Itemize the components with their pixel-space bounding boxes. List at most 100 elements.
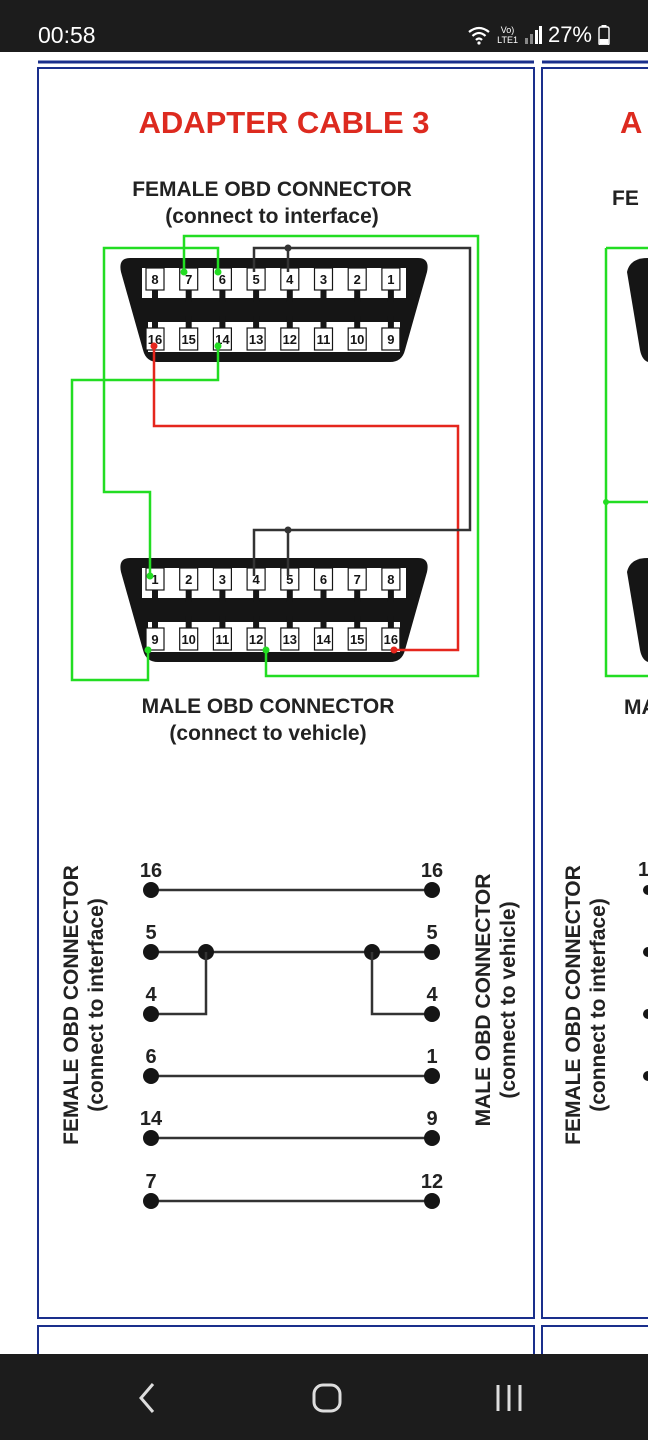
female-bottom-pin-15: 15	[179, 316, 199, 351]
wire-junctions	[144, 244, 398, 654]
female-top-pin-label: 8	[151, 272, 158, 287]
male-top-pin-5: 5	[280, 567, 300, 602]
male-bottom-pin-13: 13	[280, 616, 300, 651]
recent-apps-button[interactable]	[474, 1372, 544, 1424]
female-top-pin-1: 1	[381, 267, 401, 302]
female-top-pin-label: 5	[252, 272, 259, 287]
diagram-canvas: ADAPTER CABLE 3 FEMALE OBD CONNECTOR (co…	[37, 60, 648, 1354]
male-pin-number: 16	[421, 860, 443, 882]
male-top-pin-4: 4	[246, 567, 266, 602]
male-terminal	[424, 1130, 440, 1146]
card-title: ADAPTER CABLE 3	[138, 105, 429, 140]
female-bottom-pin-13: 13	[246, 316, 266, 351]
navigation-bar	[0, 1354, 648, 1440]
female-top-pin-label: 3	[320, 272, 327, 287]
next-card-pin-fragment: 1	[638, 859, 648, 881]
male-top-pin-8: 8	[381, 567, 401, 602]
home-button[interactable]	[292, 1372, 362, 1424]
male-top-pin-label: 6	[320, 572, 327, 587]
male-bottom-pin-12: 12	[246, 616, 266, 651]
female-terminal	[143, 1193, 159, 1209]
signal-icon	[524, 26, 542, 44]
male-bottom-pin-10: 10	[179, 616, 199, 651]
male-bottom-pin-11: 11	[212, 616, 232, 651]
female-connector-title: FEMALE OBD CONNECTOR	[132, 178, 412, 201]
male-top-pin-7: 7	[347, 567, 367, 602]
schematic-left-title: FEMALE OBD CONNECTOR	[60, 865, 83, 1145]
volte-icon: Vo) LTE1	[497, 25, 518, 45]
female-top-pin-label: 4	[286, 272, 294, 287]
content-viewport[interactable]: ADAPTER CABLE 3 FEMALE OBD CONNECTOR (co…	[0, 52, 648, 1354]
male-terminal	[424, 944, 440, 960]
male-top-pin-label: 4	[252, 572, 260, 587]
male-bottom-pin-label: 16	[384, 632, 398, 647]
male-bottom-pin-label: 15	[350, 632, 364, 647]
male-bottom-pin-label: 9	[151, 632, 158, 647]
mapping-wire	[151, 952, 208, 1016]
female-bottom-pin-11: 11	[313, 316, 334, 351]
back-button[interactable]	[112, 1372, 182, 1424]
female-bottom-pin-12: 12	[280, 316, 300, 351]
male-pin-number: 9	[426, 1108, 437, 1130]
male-pin-number: 5	[426, 922, 437, 944]
male-bottom-pin-label: 12	[249, 632, 263, 647]
female-connector-subtitle: (connect to interface)	[165, 205, 379, 228]
male-terminal	[424, 1068, 440, 1084]
female-top-pin-2: 2	[347, 267, 367, 302]
female-bottom-pin-label: 9	[387, 332, 394, 347]
male-bottom-pin-9: 9	[145, 616, 165, 651]
wire-f5-f4-top	[252, 246, 290, 272]
male-top-pin-3: 3	[212, 567, 232, 602]
male-pin-number: 1	[426, 1046, 437, 1068]
battery-percent: 27%	[547, 22, 592, 47]
female-bottom-pin-label: 13	[249, 332, 263, 347]
wifi-icon	[468, 26, 490, 45]
recent-apps-icon	[496, 1385, 522, 1411]
male-bottom-pin-14: 14	[313, 616, 334, 651]
female-bottom-pin-label: 15	[181, 332, 195, 347]
male-pin-number: 12	[421, 1171, 443, 1193]
wire-f-to-m-5	[286, 246, 472, 576]
female-top-pin-3: 3	[313, 267, 334, 302]
wire-f16-m16	[152, 346, 460, 652]
male-bottom-pin-label: 13	[283, 632, 297, 647]
schematic-right-label: MALE OBD CONNECTOR (connect to vehicle)	[472, 874, 520, 1127]
network-label: LTE1	[497, 35, 518, 45]
next-card-title-fragment: A	[620, 105, 642, 140]
wiring	[70, 234, 480, 682]
male-bottom-pin-15: 15	[347, 616, 367, 651]
female-terminal	[143, 944, 159, 960]
wire-f14-m9	[70, 346, 220, 682]
volte-label: Vo)	[500, 25, 515, 35]
back-icon	[139, 1383, 155, 1413]
male-top-pin-label: 3	[219, 572, 226, 587]
female-bottom-pin-label: 10	[350, 332, 364, 347]
next-card-male-fragment: MA	[624, 696, 648, 719]
female-pin-number: 16	[140, 860, 162, 882]
male-bottom-pin-label: 14	[316, 632, 331, 647]
female-bottom-pin-10: 10	[347, 316, 367, 351]
male-top-pin-label: 7	[354, 572, 361, 587]
female-terminal	[143, 1068, 159, 1084]
male-bottom-pin-label: 11	[216, 632, 230, 647]
schematic-left-subtitle: (connect to interface)	[85, 898, 108, 1112]
female-terminal	[143, 1006, 159, 1022]
male-terminal	[424, 882, 440, 898]
wire-f7-m12	[182, 234, 480, 678]
next-card-female-fragment: FE	[612, 187, 639, 210]
female-terminal	[143, 882, 159, 898]
female-pin-number: 5	[145, 922, 156, 944]
male-connector-title: MALE OBD CONNECTOR	[142, 695, 395, 718]
female-top-pin-label: 7	[185, 272, 192, 287]
female-top-pin-5: 5	[246, 267, 266, 302]
wire-f6-m1	[102, 246, 220, 576]
female-bottom-pin-label: 12	[283, 332, 297, 347]
male-terminal	[424, 1193, 440, 1209]
female-pin-number: 4	[145, 984, 157, 1006]
home-icon	[312, 1383, 342, 1413]
male-top-pin-label: 8	[387, 572, 394, 587]
